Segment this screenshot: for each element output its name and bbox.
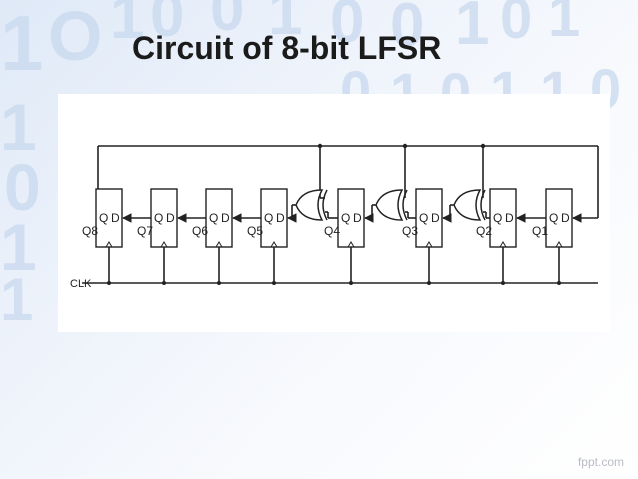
q-pin-label: Q (549, 211, 558, 225)
q-pin-label: Q (493, 211, 502, 225)
d-pin-label: D (431, 211, 440, 225)
bg-digit: 1 (548, 0, 580, 49)
d-pin-label: D (166, 211, 175, 225)
output-label-q1: Q1 (532, 224, 548, 238)
bg-digit: O (48, 0, 102, 75)
xor-gate-body (453, 189, 482, 221)
clock-wedge (499, 241, 507, 248)
q-pin-label: Q (341, 211, 350, 225)
xor-gate-extra-curve (480, 189, 486, 221)
clock-wedge (105, 241, 113, 248)
junction-dot (107, 281, 111, 285)
output-label-q2: Q2 (476, 224, 492, 238)
clock-wedge (215, 241, 223, 248)
junction-dot (272, 281, 276, 285)
q-pin-label: Q (264, 211, 273, 225)
clock-wedge (347, 241, 355, 248)
clock-wedge (270, 241, 278, 248)
bg-digit: 1 (455, 0, 489, 58)
slide-title: Circuit of 8-bit LFSR (132, 30, 442, 66)
d-pin-label: D (353, 211, 362, 225)
output-label-q6: Q6 (192, 224, 208, 238)
clock-wedge (555, 241, 563, 248)
flip-flop-box (205, 188, 233, 248)
fppt-watermark: fppt.com (577, 455, 624, 469)
q-pin-label: Q (419, 211, 428, 225)
d-pin-label: D (561, 211, 570, 225)
junction-dot (402, 143, 408, 149)
junction-dot (501, 281, 505, 285)
flip-flop-box (95, 188, 123, 248)
bg-digit: 1 (0, 266, 33, 333)
bg-digit: 1 (0, 0, 43, 87)
flip-flop-box (260, 188, 288, 248)
flip-flop-box (150, 188, 178, 248)
junction-dot (480, 143, 486, 149)
xor-gate-extra-curve (322, 189, 328, 221)
xor-gate-extra-curve (402, 189, 408, 221)
xor-gate-body (295, 189, 324, 221)
q-pin-label: Q (154, 211, 163, 225)
junction-dot (317, 143, 323, 149)
d-pin-label: D (505, 211, 514, 225)
d-pin-label: D (111, 211, 120, 225)
flip-flop-box (415, 188, 443, 248)
q-pin-label: Q (99, 211, 108, 225)
output-label-q8: Q8 (82, 224, 98, 238)
bg-digit: 0 (4, 150, 41, 224)
flip-flop-box (545, 188, 573, 248)
d-pin-label: D (221, 211, 230, 225)
output-label-q3: Q3 (402, 224, 418, 238)
xor-gate-1 (295, 189, 328, 221)
flip-flop-box (489, 188, 517, 248)
junction-dot (557, 281, 561, 285)
d-pin-label: D (276, 211, 285, 225)
output-label-q5: Q5 (247, 224, 263, 238)
output-label-q4: Q4 (324, 224, 340, 238)
junction-dot (349, 281, 353, 285)
junction-dot (162, 281, 166, 285)
bg-digit: 0 (500, 0, 532, 51)
xor-gate-2 (375, 189, 408, 221)
clock-label: CLK (70, 278, 92, 290)
flip-flop-box (337, 188, 365, 248)
xor-gate-body (375, 189, 404, 221)
clock-wedge (425, 241, 433, 248)
junction-dot (427, 281, 431, 285)
xor-gate-3 (453, 189, 486, 221)
q-pin-label: Q (209, 211, 218, 225)
bg-digit: 1 (0, 210, 37, 284)
junction-dot (217, 281, 221, 285)
clock-wedge (160, 241, 168, 248)
output-label-q7: Q7 (137, 224, 153, 238)
bg-digit: 1 (0, 90, 37, 164)
